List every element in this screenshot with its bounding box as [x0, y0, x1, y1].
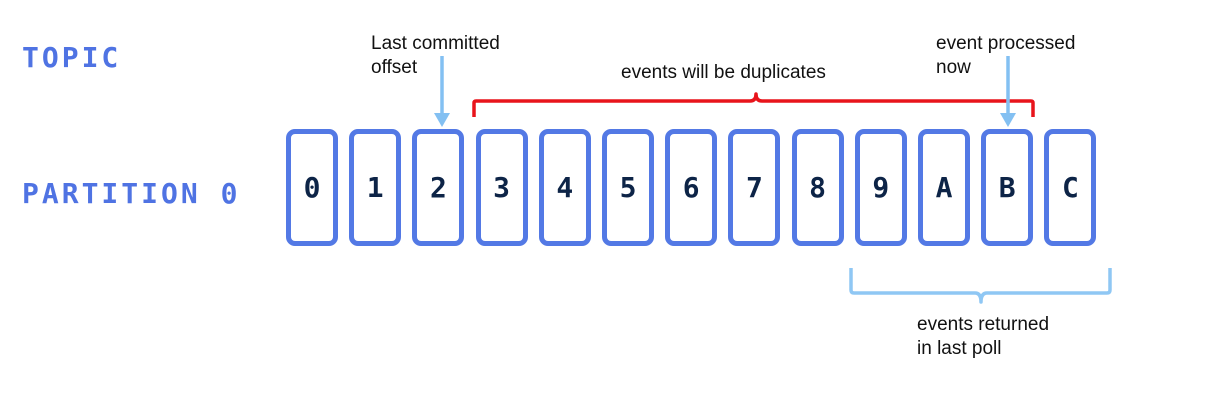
duplicates-bracket	[472, 92, 1035, 117]
last-committed-arrow	[434, 56, 450, 127]
poll-bracket	[849, 268, 1112, 304]
event-processed-now-label: event processed now	[936, 33, 1076, 78]
offset-cell: 9	[854, 129, 907, 246]
offset-cell: 4	[538, 129, 591, 246]
offset-cell: 3	[475, 129, 528, 246]
offset-cell: C	[1044, 129, 1097, 246]
offset-cell: A	[918, 129, 970, 246]
offset-cell: 2	[412, 129, 465, 246]
last-committed-offset-label: Last committed offset	[371, 33, 500, 78]
events-returned-last-poll-label: events returned in last poll	[917, 314, 1050, 359]
offset-cell: 8	[791, 129, 844, 246]
offset-cell: 5	[602, 129, 654, 246]
processed-now-arrow	[1000, 56, 1016, 127]
offset-cell: 0	[286, 129, 338, 246]
partition-heading: PARTITION 0	[22, 177, 241, 210]
offset-cell: 6	[665, 129, 718, 246]
duplicates-label: events will be duplicates	[621, 62, 826, 83]
topic-heading: TOPIC	[22, 41, 122, 74]
offset-cell: B	[981, 129, 1034, 246]
offset-cell: 7	[728, 129, 781, 246]
offset-cell: 1	[349, 129, 402, 246]
